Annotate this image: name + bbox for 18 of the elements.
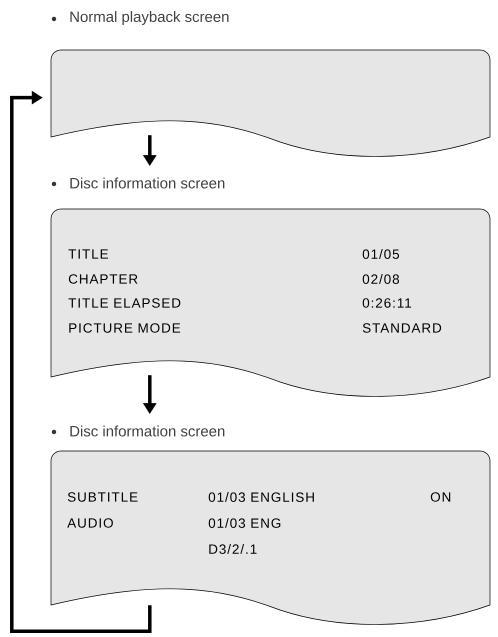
menu-value: ON: [430, 492, 450, 502]
menu-label: CHAPTER: [68, 274, 138, 284]
menu-label: PICTURE MODE: [69, 323, 180, 333]
menu-value: 01/03 ENG: [208, 518, 280, 528]
menu-label: AUDIO: [67, 518, 113, 528]
menu-value: 01/03 ENGLISH: [208, 492, 314, 502]
menu-label: TITLE: [68, 249, 108, 259]
screen-heading: Disc information screen: [70, 178, 224, 188]
menu-value: 01/05: [362, 249, 400, 259]
screen-heading: Normal playback screen: [70, 11, 228, 25]
menu-value: STANDARD: [362, 323, 442, 333]
menu-value: 0:26:11: [362, 298, 412, 308]
menu-value: 02/08: [362, 274, 399, 284]
menu-value: D3/2/.1: [209, 544, 257, 554]
arrow: [10, 90, 152, 633]
menu-label: TITLE ELAPSED: [68, 298, 180, 308]
screen-heading: Disc information screen: [70, 426, 224, 436]
menu-label: SUBTITLE: [68, 492, 138, 502]
